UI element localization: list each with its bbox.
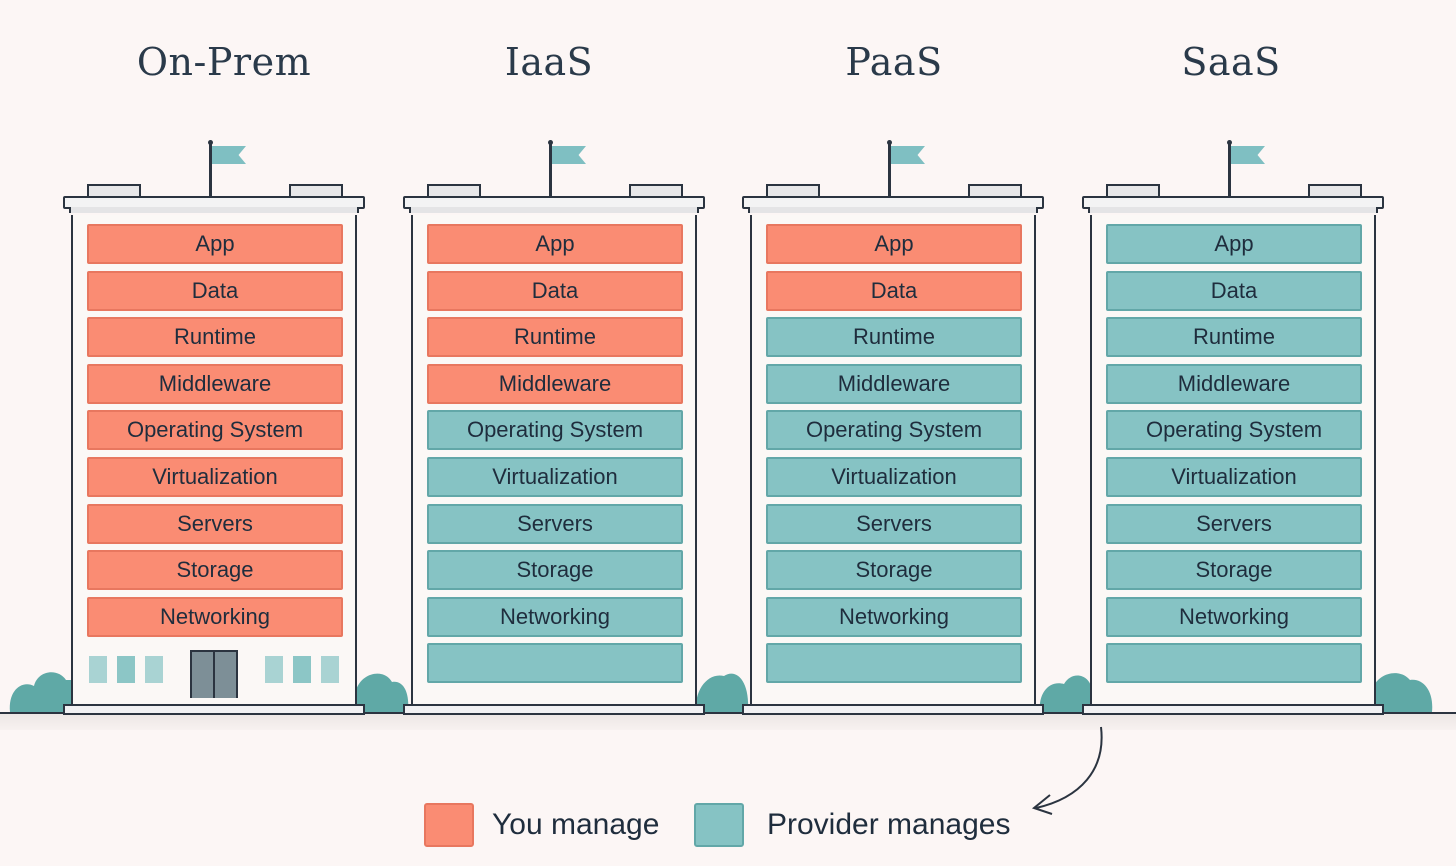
ground <box>0 712 1456 730</box>
layer-runtime: Runtime <box>87 317 343 358</box>
layer-servers: Servers <box>1106 503 1362 544</box>
roof-vent <box>1308 184 1362 196</box>
building-base <box>403 704 705 715</box>
layer-app: App <box>87 224 343 264</box>
layer-runtime: Runtime <box>766 317 1022 358</box>
layer-servers: Servers <box>427 503 683 544</box>
window-icon <box>145 656 163 683</box>
window-icon <box>293 656 311 683</box>
ground-line <box>0 712 1456 714</box>
flag-pole <box>1227 140 1232 198</box>
roof-vent <box>427 184 481 196</box>
flag-icon <box>552 146 586 164</box>
layer-operating-system: Operating System <box>427 410 683 451</box>
layer-virtualization: Virtualization <box>766 457 1022 497</box>
roof-vent <box>629 184 683 196</box>
layer-data: Data <box>1106 270 1362 311</box>
window-icon <box>321 656 339 683</box>
flag-icon <box>212 146 246 164</box>
layer-servers: Servers <box>766 503 1022 544</box>
layer-app: App <box>1106 224 1362 264</box>
layer-data: Data <box>766 270 1022 311</box>
layer-virtualization: Virtualization <box>427 457 683 497</box>
layer-middleware: Middleware <box>1106 363 1362 404</box>
flag-icon <box>891 146 925 164</box>
layer-app: App <box>427 224 683 264</box>
flag-pole <box>887 140 892 198</box>
legend-swatch-provider <box>694 803 744 847</box>
roof-vent <box>289 184 343 196</box>
layer-middleware: Middleware <box>87 363 343 404</box>
legend-swatch-you <box>424 803 474 847</box>
layer-networking: Networking <box>87 596 343 637</box>
layer-storage: Storage <box>87 550 343 591</box>
layer-storage: Storage <box>427 550 683 591</box>
layer-data: Data <box>87 270 343 311</box>
building-base <box>1082 704 1384 715</box>
legend-label-you: You manage <box>492 808 660 841</box>
legend-label-provider: Provider manages <box>767 808 1011 841</box>
roof-ledge <box>69 207 359 213</box>
column-title-paas: PaaS <box>845 40 943 84</box>
roof-vent <box>87 184 141 196</box>
building-base <box>63 704 365 715</box>
door-icon <box>190 650 238 698</box>
layer-networking: Networking <box>427 596 683 637</box>
flag-pole <box>548 140 553 198</box>
roof-ledge <box>1088 207 1378 213</box>
flag-pole <box>208 140 213 198</box>
column-title-saas: SaaS <box>1181 40 1281 84</box>
layer-empty-provider <box>1106 643 1362 684</box>
layer-operating-system: Operating System <box>87 410 343 451</box>
layer-operating-system: Operating System <box>766 410 1022 451</box>
layer-runtime: Runtime <box>1106 317 1362 358</box>
layer-networking: Networking <box>1106 596 1362 637</box>
layer-empty-provider <box>427 643 683 684</box>
layer-storage: Storage <box>1106 550 1362 591</box>
layer-runtime: Runtime <box>427 317 683 358</box>
roof-vent <box>968 184 1022 196</box>
flag-icon <box>1231 146 1265 164</box>
roof-ledge <box>409 207 699 213</box>
layer-servers: Servers <box>87 503 343 544</box>
layer-empty-provider <box>766 643 1022 684</box>
building-base <box>742 704 1044 715</box>
layer-middleware: Middleware <box>766 363 1022 404</box>
layer-operating-system: Operating System <box>1106 410 1362 451</box>
column-title-on-prem: On-Prem <box>136 40 312 84</box>
layer-middleware: Middleware <box>427 363 683 404</box>
window-icon <box>265 656 283 683</box>
roof-ledge <box>748 207 1038 213</box>
layer-virtualization: Virtualization <box>87 457 343 497</box>
window-icon <box>117 656 135 683</box>
layer-app: App <box>766 224 1022 264</box>
layer-virtualization: Virtualization <box>1106 457 1362 497</box>
column-title-iaas: IaaS <box>504 40 594 84</box>
layer-networking: Networking <box>766 596 1022 637</box>
layer-data: Data <box>427 270 683 311</box>
layer-storage: Storage <box>766 550 1022 591</box>
window-icon <box>89 656 107 683</box>
roof-vent <box>1106 184 1160 196</box>
roof-vent <box>766 184 820 196</box>
